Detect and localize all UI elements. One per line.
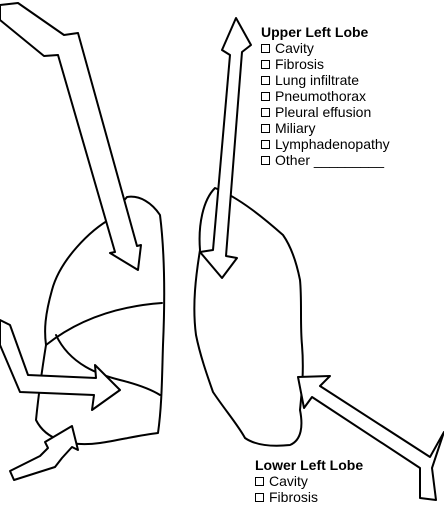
- checkbox[interactable]: [261, 92, 270, 101]
- checklist-label: Miliary: [275, 120, 315, 136]
- checklist-item-pleural-effusion[interactable]: Pleural effusion: [261, 104, 390, 120]
- checkbox[interactable]: [261, 76, 270, 85]
- checklist-label: Lung infiltrate: [275, 72, 359, 88]
- right-lung-fissure-upper: [46, 303, 162, 345]
- checklist-item-miliary[interactable]: Miliary: [261, 120, 390, 136]
- upper-left-lobe-heading: Upper Left Lobe: [261, 24, 390, 40]
- arrow-right-lower-lobe: [10, 426, 78, 480]
- checklist-label: Pleural effusion: [275, 104, 371, 120]
- checklist-item-fibrosis[interactable]: Fibrosis: [255, 489, 363, 505]
- checkbox[interactable]: [261, 124, 270, 133]
- checkbox[interactable]: [255, 477, 264, 486]
- arrow-left-upper-lobe: [200, 18, 251, 278]
- checklist-label: Cavity: [269, 473, 308, 489]
- checkbox[interactable]: [261, 156, 270, 165]
- checkbox[interactable]: [261, 108, 270, 117]
- lower-left-lobe-checklist: Lower Left Lobe Cavity Fibrosis: [255, 457, 363, 505]
- right-lung-outline: [36, 197, 164, 444]
- checklist-item-pneumothorax[interactable]: Pneumothorax: [261, 88, 390, 104]
- checklist-label: Fibrosis: [269, 489, 318, 505]
- checklist-item-other[interactable]: Other _________: [261, 152, 390, 168]
- checkbox[interactable]: [255, 493, 264, 502]
- checklist-item-lung-infiltrate[interactable]: Lung infiltrate: [261, 72, 390, 88]
- checklist-label: Pneumothorax: [275, 88, 366, 104]
- checklist-label: Fibrosis: [275, 56, 324, 72]
- checklist-label: Other _________: [275, 152, 384, 168]
- checklist-label: Lymphadenopathy: [275, 136, 390, 152]
- checklist-item-cavity[interactable]: Cavity: [255, 473, 363, 489]
- left-lung-outline: [194, 188, 302, 446]
- upper-left-lobe-checklist: Upper Left Lobe Cavity Fibrosis Lung inf…: [261, 24, 390, 168]
- checklist-label: Cavity: [275, 40, 314, 56]
- checklist-item-lymphadenopathy[interactable]: Lymphadenopathy: [261, 136, 390, 152]
- checklist-item-fibrosis[interactable]: Fibrosis: [261, 56, 390, 72]
- arrow-right-middle-lobe: [0, 320, 120, 410]
- checklist-item-cavity[interactable]: Cavity: [261, 40, 390, 56]
- arrow-right-upper-lobe: [0, 3, 141, 270]
- checkbox[interactable]: [261, 140, 270, 149]
- checkbox[interactable]: [261, 44, 270, 53]
- checkbox[interactable]: [261, 60, 270, 69]
- lower-left-lobe-heading: Lower Left Lobe: [255, 457, 363, 473]
